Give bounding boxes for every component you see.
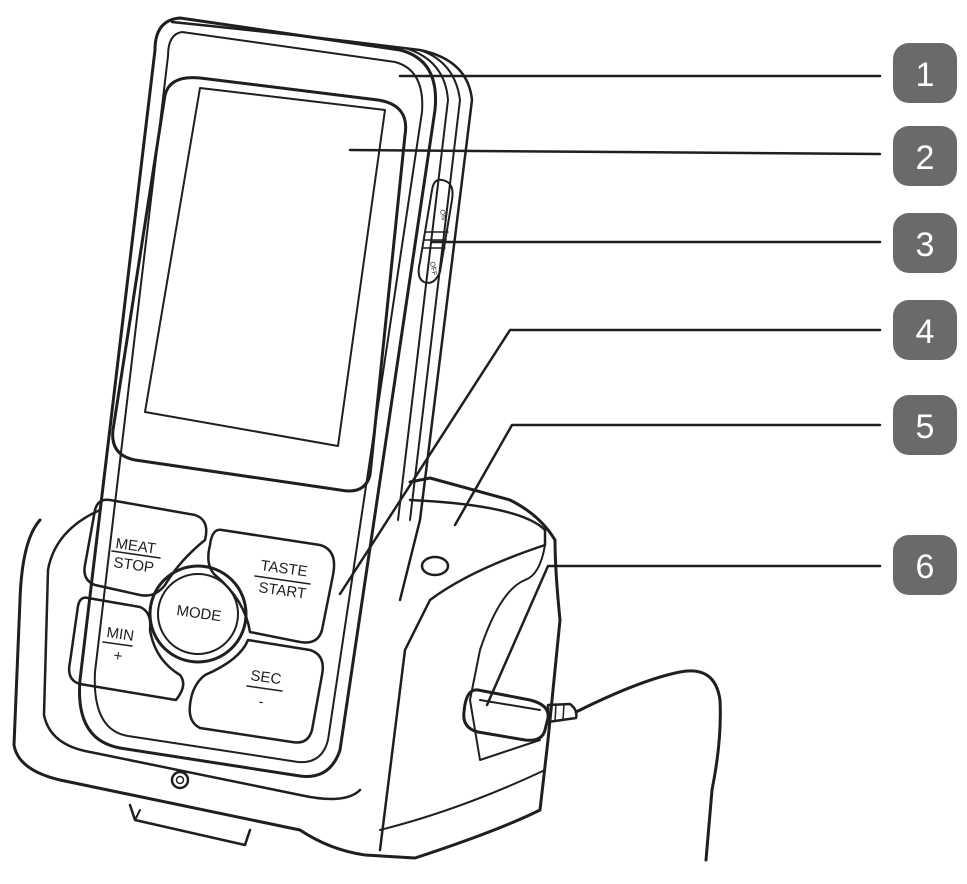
probe-cable [462, 669, 722, 862]
meat-label: MEAT [114, 535, 157, 557]
min-plus-button[interactable]: MIN + [67, 596, 185, 702]
callout-2-number: 2 [916, 139, 935, 177]
thermometer-unit [78, 16, 474, 778]
callout-1: 1 [893, 43, 957, 103]
callout-4-number: 4 [916, 313, 935, 351]
switch-off-label: OFF [428, 261, 437, 276]
leader-line-5 [453, 423, 882, 527]
stop-label: STOP [112, 554, 155, 576]
callout-1-number: 1 [916, 56, 935, 94]
sec-minus-button[interactable]: SEC - [188, 638, 324, 744]
callout-3-number: 3 [916, 226, 935, 264]
taste-start-button[interactable]: TASTE START [207, 528, 336, 644]
leader-line-4 [338, 328, 882, 596]
taste-label: TASTE [259, 557, 308, 580]
mode-label: MODE [175, 602, 222, 625]
minus-label: - [257, 693, 264, 711]
callout-6: 6 [893, 535, 957, 595]
display-screen [111, 76, 408, 493]
leader-line-2 [348, 148, 882, 156]
callout-4: 4 [893, 300, 957, 360]
callout-2: 2 [893, 126, 957, 186]
callout-3: 3 [893, 213, 957, 273]
plus-label: + [112, 647, 123, 665]
callout-5-number: 5 [916, 408, 935, 446]
min-label: MIN [105, 624, 135, 645]
start-label: START [257, 579, 307, 602]
switch-on-label: ON [438, 209, 447, 221]
meat-stop-button[interactable]: MEAT STOP [83, 498, 208, 597]
callout-6-number: 6 [916, 548, 935, 586]
sec-label: SEC [249, 667, 282, 688]
mode-button[interactable]: MODE [148, 564, 248, 664]
callout-5: 5 [893, 395, 957, 455]
on-off-switch[interactable]: ON OFF [417, 178, 454, 284]
leader-line-6 [485, 564, 882, 707]
callout-badges: 1 2 3 4 5 6 [893, 43, 957, 595]
button-panel: MEAT STOP TASTE START MODE MIN + SEC [67, 498, 336, 744]
docking-base [12, 476, 562, 860]
callout-lines [338, 74, 882, 707]
